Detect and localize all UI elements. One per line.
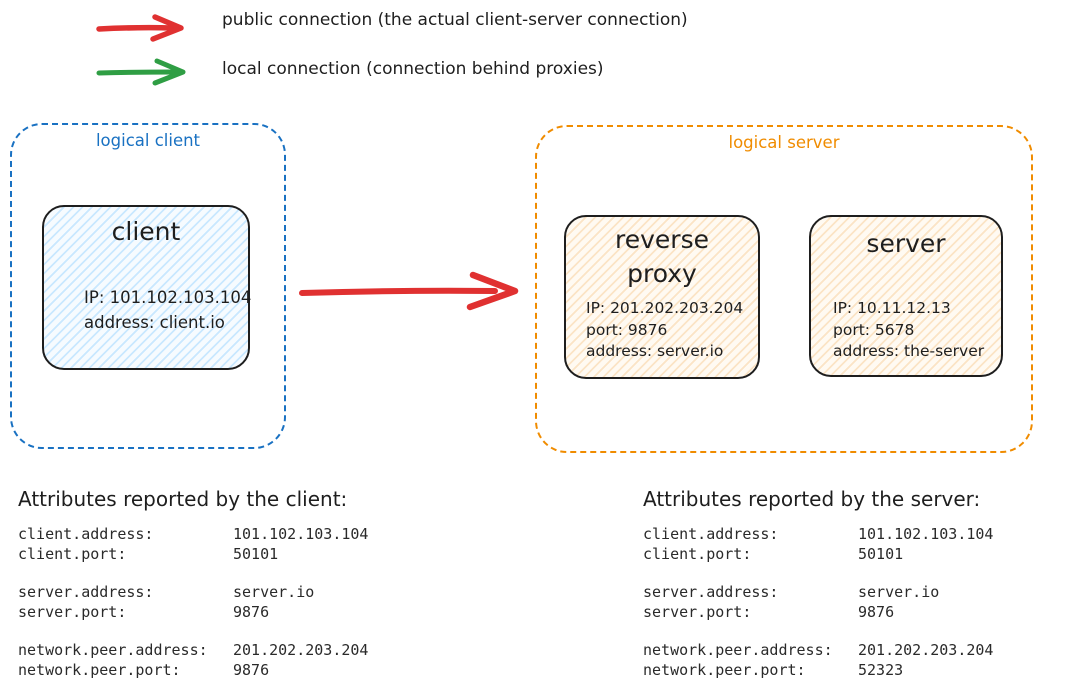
- local-connection-arrow-icon: [93, 58, 193, 88]
- attribute-key: network.peer.address:: [643, 641, 833, 659]
- logical-server-group: logical server reverse proxy IP: 201.202…: [535, 125, 1033, 453]
- client-attributes-heading: Attributes reported by the client:: [18, 487, 348, 511]
- attribute-row: server.address: server.io: [643, 583, 1063, 603]
- attribute-row: network.peer.port: 52323: [643, 661, 1063, 681]
- server-attributes-block: Attributes reported by the server: clien…: [643, 487, 1063, 680]
- attribute-value: 52323: [858, 660, 904, 679]
- attribute-row: server.address: server.io: [18, 583, 438, 603]
- attribute-row: client.port: 50101: [643, 545, 1063, 565]
- attribute-value: 101.102.103.104: [233, 525, 369, 543]
- attribute-row: server.port: 9876: [18, 603, 438, 623]
- local-connection-legend-label: local connection (connection behind prox…: [222, 59, 604, 79]
- public-connection-arrow-icon: [93, 13, 193, 43]
- attribute-key: server.port:: [643, 602, 752, 621]
- server-node-info: IP: 10.11.12.13 port: 5678 address: the-…: [833, 298, 984, 363]
- attribute-value: 201.202.203.204: [858, 641, 994, 659]
- logical-client-label: logical client: [95, 131, 201, 150]
- client-node: client IP: 101.102.103.104 address: clie…: [42, 205, 251, 370]
- attribute-key: network.peer.port:: [18, 660, 181, 679]
- client-server-arrow-icon: [293, 268, 525, 316]
- attribute-key: network.peer.port:: [643, 660, 806, 679]
- logical-client-group: logical client client IP: 101.102.103.10…: [10, 123, 286, 449]
- reverse-proxy-address-line: address: server.io: [586, 342, 724, 360]
- attribute-key: server.port:: [18, 602, 127, 621]
- attribute-value: server.io: [858, 583, 940, 601]
- attribute-value: 50101: [858, 544, 904, 563]
- client-attributes-rows: client.address: 101.102.103.104 client.p…: [18, 525, 438, 680]
- reverse-proxy-ip-line: IP: 201.202.203.204: [586, 299, 744, 317]
- client-ip-line: IP: 101.102.103.104: [84, 288, 252, 307]
- attribute-value: 9876: [858, 602, 895, 621]
- server-address-line: address: the-server: [833, 342, 985, 360]
- attribute-value: 50101: [233, 544, 279, 563]
- client-node-info: IP: 101.102.103.104 address: client.io: [84, 285, 251, 335]
- attribute-value: 101.102.103.104: [858, 525, 994, 543]
- attribute-row: server.port: 9876: [643, 603, 1063, 623]
- server-attributes-heading: Attributes reported by the server:: [643, 487, 981, 511]
- attribute-row: network.peer.address: 201.202.203.204: [18, 641, 438, 661]
- server-ip-line: IP: 10.11.12.13: [833, 299, 951, 317]
- reverse-proxy-node-info: IP: 201.202.203.204 port: 9876 address: …: [586, 298, 743, 363]
- attribute-key: server.address:: [18, 583, 154, 601]
- client-node-title: client: [111, 217, 181, 246]
- server-node: server IP: 10.11.12.13 port: 5678 addres…: [809, 215, 1003, 377]
- reverse-proxy-node-title: reverse proxy: [615, 225, 709, 288]
- attribute-key: client.address:: [18, 525, 154, 543]
- attribute-key: client.port:: [643, 544, 752, 563]
- reverse-proxy-port-line: port: 9876: [586, 320, 668, 339]
- logical-server-label: logical server: [728, 133, 840, 152]
- attribute-key: client.port:: [18, 544, 127, 563]
- public-connection-legend-label: public connection (the actual client-ser…: [222, 10, 688, 30]
- server-attributes-rows: client.address: 101.102.103.104 client.p…: [643, 525, 1063, 680]
- attribute-value: 9876: [233, 602, 270, 621]
- attribute-row: client.port: 50101: [18, 545, 438, 565]
- attribute-value: server.io: [233, 583, 315, 601]
- attribute-row: client.address: 101.102.103.104: [18, 525, 438, 545]
- reverse-proxy-node: reverse proxy IP: 201.202.203.204 port: …: [564, 215, 760, 379]
- attribute-value: 201.202.203.204: [233, 641, 369, 659]
- server-port-line: port: 5678: [833, 320, 915, 339]
- server-node-title: server: [866, 229, 946, 258]
- client-address-line: address: client.io: [84, 313, 225, 332]
- attribute-key: network.peer.address:: [18, 641, 208, 659]
- attribute-row: network.peer.address: 201.202.203.204: [643, 641, 1063, 661]
- attribute-key: server.address:: [643, 583, 779, 601]
- client-attributes-block: Attributes reported by the client: clien…: [18, 487, 438, 680]
- attribute-row: client.address: 101.102.103.104: [643, 525, 1063, 545]
- attribute-key: client.address:: [643, 525, 779, 543]
- attribute-row: network.peer.port: 9876: [18, 661, 438, 681]
- attribute-value: 9876: [233, 660, 270, 679]
